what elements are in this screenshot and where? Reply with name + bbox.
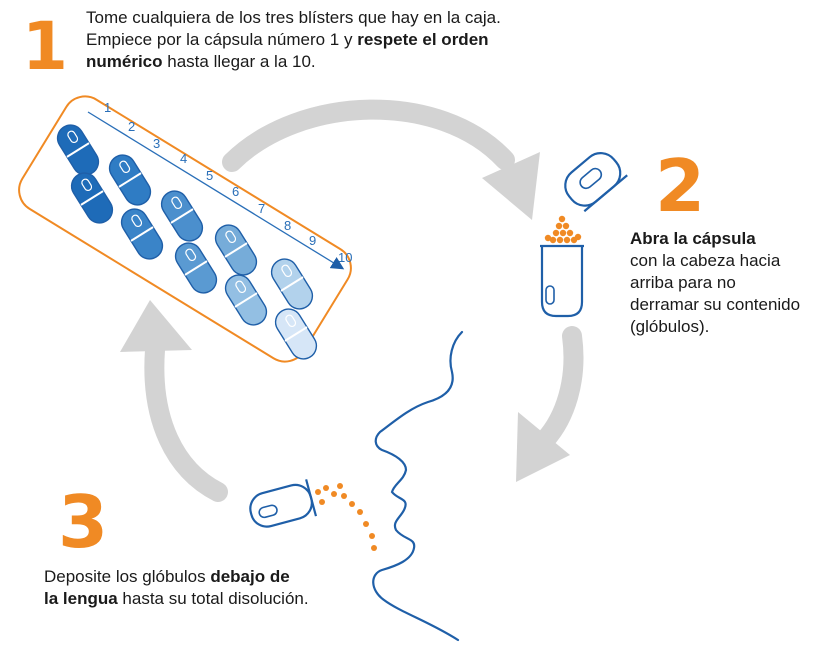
step-3-line-2: la lengua hasta su total disolución. (44, 588, 309, 610)
granule (319, 499, 325, 505)
capsule-cap (564, 152, 628, 213)
step-2-text: Abra la cápsula con la cabeza hacia arri… (630, 228, 834, 338)
step-2-line-2: arriba para no (630, 273, 736, 292)
capsule-4 (120, 208, 164, 260)
blister-number-2: 2 (128, 119, 135, 134)
step-3-line-1-text: Deposite los glóbulos (44, 567, 211, 586)
granule (323, 485, 329, 491)
step-1-number: 1 (22, 8, 68, 85)
blister-number-7: 7 (258, 201, 265, 216)
step-2-title: Abra la cápsula (630, 229, 756, 248)
granule (369, 533, 375, 539)
step-2-number: 2 (655, 144, 706, 228)
capsule-5 (160, 190, 204, 242)
capsule-2 (70, 172, 114, 224)
blister-pack: 1 2 3 4 5 6 7 8 9 10 (18, 95, 352, 363)
granule (563, 236, 571, 244)
step-1-line-2: Empiece por la cápsula número 1 y respet… (86, 29, 501, 51)
step-3-line-2-text: hasta su total disolución. (117, 589, 309, 608)
capsule-3 (108, 154, 152, 206)
granule (341, 493, 347, 499)
granule (315, 489, 321, 495)
capsule-8 (224, 274, 268, 326)
granule (544, 234, 552, 242)
blister-number-5: 5 (206, 168, 213, 183)
blister-number-10: 10 (338, 250, 352, 265)
granule (337, 483, 343, 489)
pouring-capsule (249, 479, 318, 528)
step-3-bold-under: debajo de (210, 567, 290, 586)
granule (555, 222, 563, 230)
granule (558, 215, 566, 223)
step-1-text: Tome cualquiera de los tres blísters que… (86, 7, 501, 73)
blister-number-4: 4 (180, 151, 187, 166)
granule (556, 236, 564, 244)
capsule-1 (56, 124, 100, 176)
capsule-7 (214, 224, 258, 276)
step-2-line-4: (glóbulos). (630, 317, 710, 336)
step-2-line-1: con la cabeza hacia (630, 251, 781, 270)
cycle-arrow-right (516, 326, 584, 482)
cycle-arrow-left (120, 300, 228, 502)
falling-granules (315, 483, 377, 551)
face-profile (372, 330, 464, 642)
open-capsule (540, 152, 628, 318)
blister-number-3: 3 (153, 136, 160, 151)
granule (349, 501, 355, 507)
step-1-line-2-text: Empiece por la cápsula número 1 y (86, 30, 358, 49)
blister-number-8: 8 (284, 218, 291, 233)
step-1-line-3: numérico hasta llegar a la 10. (86, 51, 501, 73)
capsule-6 (174, 242, 218, 294)
step-3-text: Deposite los glóbulos debajo de la lengu… (44, 566, 309, 610)
granule (559, 229, 567, 237)
granule (331, 491, 337, 497)
granule (371, 545, 377, 551)
granule (562, 222, 570, 230)
step-3-line-1: Deposite los glóbulos debajo de (44, 566, 309, 588)
granule (549, 236, 557, 244)
granule (357, 509, 363, 515)
step-1-line-3-text: hasta llegar a la 10. (162, 52, 316, 71)
capsule-body (540, 244, 584, 318)
step-3-number: 3 (58, 480, 109, 564)
step-3-bold-tongue: la lengua (44, 589, 118, 608)
step-1-bold-order: respete el orden (357, 30, 489, 49)
blister-capsules (56, 124, 318, 360)
capsule-9 (270, 258, 314, 310)
granule (566, 229, 574, 237)
capsule-10 (274, 308, 318, 360)
granule (552, 229, 560, 237)
step-1-line-1: Tome cualquiera de los tres blísters que… (86, 8, 501, 27)
blister-number-1: 1 (104, 100, 111, 115)
granule (363, 521, 369, 527)
cycle-arrow-top (222, 99, 540, 220)
granules-in-capsule (544, 215, 582, 244)
blister-number-9: 9 (309, 233, 316, 248)
numbering-arrow (87, 111, 345, 270)
blister-number-6: 6 (232, 184, 239, 199)
blister-number-labels: 1 2 3 4 5 6 7 8 9 10 (104, 100, 352, 265)
step-2-line-3: derramar su contenido (630, 295, 801, 314)
granule (574, 233, 582, 241)
step-1-bold-numeric: numérico (86, 52, 163, 71)
